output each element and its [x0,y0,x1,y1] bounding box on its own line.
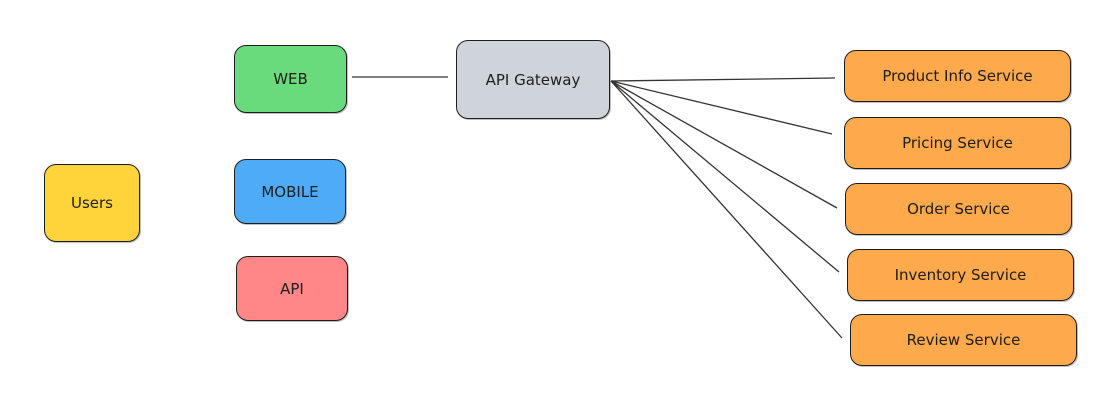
service-label: Pricing Service [902,134,1013,152]
web-label: WEB [273,70,308,88]
mobile-node[interactable]: MOBILE [234,159,346,224]
users-node[interactable]: Users [44,164,140,242]
inventory-service-node[interactable]: Inventory Service [847,249,1074,301]
service-label: Inventory Service [894,266,1027,284]
mobile-label: MOBILE [261,182,319,201]
edge-gateway-order [610,80,838,209]
pricing-service-node[interactable]: Pricing Service [844,117,1071,169]
edge-gateway-pricing [610,80,833,135]
service-label: Review Service [906,331,1021,349]
service-label: Product Info Service [882,67,1033,85]
api-label: API [280,279,304,298]
web-node[interactable]: WEB [234,45,347,113]
users-label: Users [70,194,113,212]
edge-gateway-review [610,80,843,339]
edge-gateway-product-info [610,77,836,82]
edge-gateway-inventory [610,80,840,273]
service-label: Order Service [907,200,1010,218]
api-gateway-label: API Gateway [485,70,581,89]
order-service-node[interactable]: Order Service [845,183,1072,235]
review-service-node[interactable]: Review Service [850,314,1077,366]
api-node[interactable]: API [236,256,348,321]
product-info-service-node[interactable]: Product Info Service [844,50,1071,102]
api-gateway-node[interactable]: API Gateway [456,40,610,119]
